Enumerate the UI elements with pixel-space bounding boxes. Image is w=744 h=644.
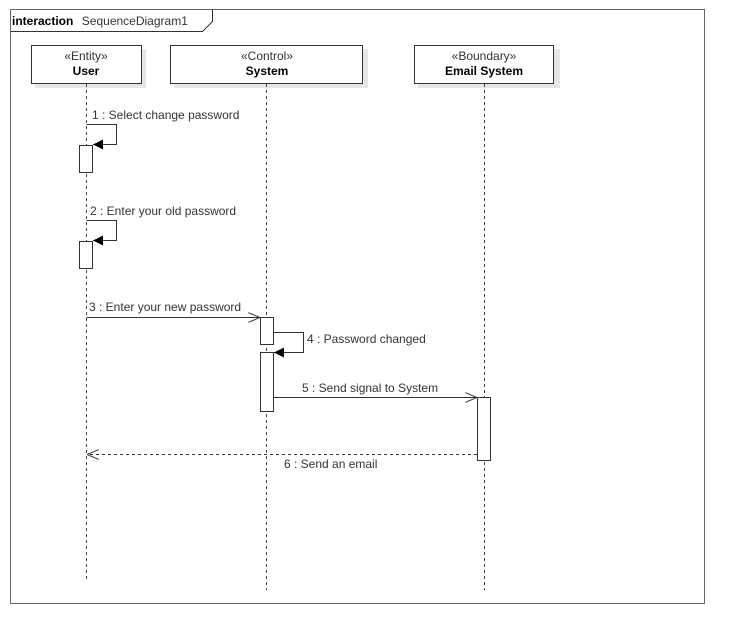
activation-system-2[interactable] [260, 352, 274, 412]
activation-user-2[interactable] [79, 241, 93, 269]
message-1-arrow[interactable] [86, 124, 117, 150]
message-6-label: 6 : Send an email [284, 457, 377, 471]
frame-name: SequenceDiagram1 [82, 14, 188, 28]
message-4-arrow[interactable] [273, 332, 304, 358]
lifeline-system-stereotype: «Control» [241, 49, 293, 63]
message-4[interactable]: 4 : Password changed [273, 332, 426, 358]
lifeline-email-system-head[interactable] [414, 45, 554, 84]
message-2-arrow[interactable] [86, 220, 117, 246]
lifeline-system[interactable]: «Control» System [170, 45, 369, 591]
message-1-label: 1 : Select change password [92, 108, 239, 122]
lifeline-email-system[interactable]: «Boundary» Email System [414, 45, 561, 591]
lifeline-system-name: System [246, 64, 289, 78]
interaction-frame: interaction SequenceDiagram1 [10, 9, 705, 604]
message-3[interactable]: 3 : Enter your new password [86, 300, 261, 318]
lifeline-email-system-stereotype: «Boundary» [452, 49, 517, 63]
activation-user-1[interactable] [79, 145, 93, 173]
message-5-label: 5 : Send signal to System [302, 381, 438, 395]
lifeline-user[interactable]: «Entity» User [31, 45, 147, 581]
lifeline-user-stereotype: «Entity» [64, 49, 108, 63]
message-5[interactable]: 5 : Send signal to System [273, 381, 478, 398]
message-1[interactable]: 1 : Select change password [86, 108, 240, 150]
message-3-label: 3 : Enter your new password [89, 300, 241, 314]
message-4-label: 4 : Password changed [307, 332, 426, 346]
message-6[interactable]: 6 : Send an email [87, 455, 477, 472]
lifeline-system-head[interactable] [170, 45, 363, 84]
lifeline-user-name: User [73, 64, 100, 78]
lifeline-email-system-name: Email System [445, 64, 523, 78]
frame-keyword: interaction [12, 14, 73, 28]
message-2-label: 2 : Enter your old password [90, 204, 236, 218]
lifeline-user-head[interactable] [31, 45, 142, 84]
message-2[interactable]: 2 : Enter your old password [86, 204, 237, 246]
activation-system-1[interactable] [260, 317, 274, 345]
frame-title: interaction SequenceDiagram1 [12, 12, 188, 29]
activation-email-system-1[interactable] [477, 397, 491, 461]
